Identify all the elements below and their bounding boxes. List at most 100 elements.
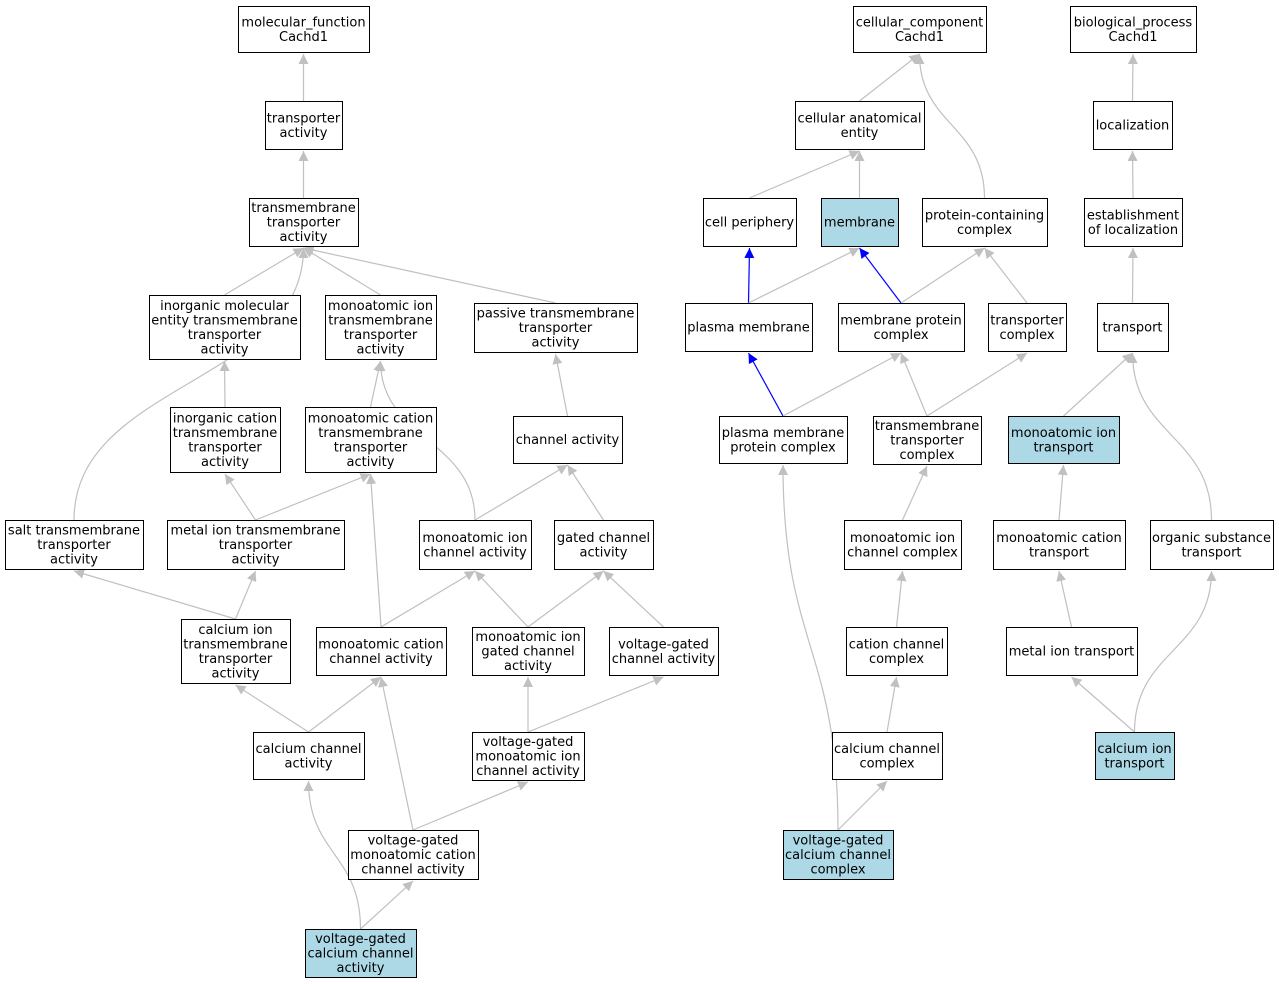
node-label-line: voltage-gated bbox=[793, 834, 884, 849]
node-box bbox=[5, 520, 144, 570]
node-label-line: protein-containing bbox=[925, 208, 1044, 223]
node-label-line: plasma membrane bbox=[687, 321, 810, 336]
node-label-line: transporter bbox=[890, 434, 964, 449]
edge-tc-to-pcc bbox=[984, 247, 1028, 304]
node-box bbox=[846, 627, 948, 676]
edge-ccx-to-micc bbox=[895, 570, 907, 628]
node-mcta[interactable]: monoatomic cationtransmembranetransporte… bbox=[305, 407, 437, 473]
node-label-line: cation channel bbox=[849, 637, 945, 652]
node-label-line: transport bbox=[1102, 321, 1162, 336]
edge-mica-to-cha bbox=[474, 464, 568, 521]
node-label-line: transmembrane bbox=[173, 426, 278, 441]
node-cha[interactable]: channel activity bbox=[513, 416, 623, 464]
node-label-line: monoatomic ion bbox=[475, 630, 580, 645]
node-box bbox=[838, 303, 965, 352]
node-icta[interactable]: inorganic cationtransmembranetransporter… bbox=[170, 407, 281, 473]
node-label-line: calcium channel bbox=[785, 848, 891, 863]
edge-migca-to-gca bbox=[527, 570, 604, 628]
edge-pm-to-mem bbox=[748, 247, 860, 304]
edge-cit-to-ost bbox=[1133, 570, 1217, 733]
node-loc[interactable]: localization bbox=[1093, 101, 1173, 150]
node-label-line: complex bbox=[899, 448, 954, 463]
node-label-line: activity bbox=[201, 455, 249, 470]
node-pm[interactable]: plasma membrane bbox=[685, 303, 813, 352]
node-box bbox=[1097, 303, 1169, 352]
node-label-line: transporter bbox=[267, 216, 341, 231]
node-mem[interactable]: membrane bbox=[821, 198, 899, 247]
node-label-line: entity transmembrane bbox=[151, 313, 297, 328]
node-box bbox=[1084, 198, 1183, 247]
edge-tr-to-eol bbox=[1127, 247, 1138, 304]
node-box bbox=[873, 416, 982, 465]
node-label-line: calcium ion bbox=[198, 623, 272, 638]
edge-mcca-to-mica bbox=[380, 570, 476, 628]
node-label-line: activity bbox=[532, 336, 580, 351]
node-label-line: metal ion transport bbox=[1009, 645, 1134, 660]
node-label-line: channel activity bbox=[329, 652, 433, 667]
node-label-line: salt transmembrane bbox=[8, 524, 140, 539]
node-tr[interactable]: transport bbox=[1097, 303, 1169, 352]
node-label-line: complex bbox=[859, 756, 914, 771]
node-cita[interactable]: calcium iontransmembranetransporteractiv… bbox=[181, 619, 291, 684]
node-label-line: plasma membrane bbox=[722, 426, 845, 441]
node-label-line: channel complex bbox=[847, 545, 958, 560]
node-box bbox=[922, 198, 1048, 247]
edge-pcc-to-cc bbox=[914, 53, 986, 199]
node-label-line: transporter bbox=[37, 538, 111, 553]
node-mitta[interactable]: monoatomic iontransmembranetransporterac… bbox=[325, 295, 437, 360]
node-mtt[interactable]: metal ion transport bbox=[1006, 627, 1138, 676]
edge-pmpc-to-mpc bbox=[782, 352, 902, 417]
node-label-line: entity bbox=[841, 126, 879, 141]
node-label-line: activity bbox=[337, 961, 385, 976]
node-label-line: channel activity bbox=[361, 863, 465, 878]
node-box bbox=[348, 830, 479, 880]
node-box bbox=[993, 520, 1126, 570]
node-label-line: voltage-gated bbox=[368, 834, 459, 849]
node-label-line: of localization bbox=[1088, 223, 1178, 238]
node-label-line: transporter bbox=[334, 440, 408, 455]
node-box bbox=[795, 101, 925, 150]
node-box bbox=[305, 407, 437, 473]
edge-layer bbox=[73, 53, 1217, 930]
node-label-line: activity bbox=[504, 659, 552, 674]
node-mita[interactable]: metal ion transmembranetransporteractivi… bbox=[167, 520, 345, 570]
edge-mct-to-mit bbox=[1057, 464, 1068, 521]
node-label-line: inorganic molecular bbox=[160, 299, 289, 314]
node-label-line: transport bbox=[1104, 756, 1164, 771]
node-cp[interactable]: cell periphery bbox=[703, 198, 797, 247]
edge-vgccc-to-cacc bbox=[837, 780, 888, 831]
